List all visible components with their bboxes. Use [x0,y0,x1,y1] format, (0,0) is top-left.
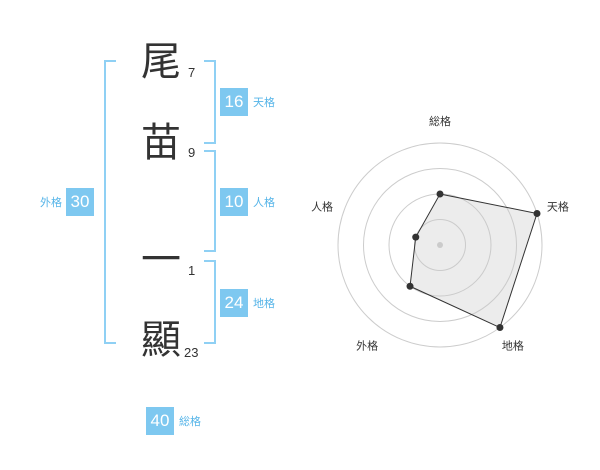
gaikaku-label: 外格 [40,196,62,209]
radar-axis-label-3: 地格 [502,338,524,352]
jinkaku-badge: 10 人格 [220,188,275,216]
name-char-4: 顯 [141,317,181,363]
radar-point-5 [412,233,420,241]
stroke-count-2: 9 [188,145,196,160]
chikaku-bracket [204,260,216,344]
radar-axis-label-2: 天格 [547,200,569,214]
tenkaku-value: 16 [220,88,248,116]
radar-ring-4 [337,142,543,348]
name-char-1: 尾 [141,39,181,85]
jinkaku-bracket [204,150,216,252]
radar-center-dot [437,242,443,248]
radar-series-polygon [409,193,538,329]
chikaku-label: 地格 [253,297,275,310]
gaikaku-badge: 30 外格 [40,188,94,216]
name-char-2: 苗 [141,120,181,166]
chikaku-value: 24 [220,289,248,317]
gaikaku-value: 30 [66,188,94,216]
name-char-3: 一 [141,237,181,283]
stroke-count-3: 1 [188,263,196,278]
radar-point-2 [533,209,541,217]
radar-point-3 [496,324,504,332]
stroke-count-4: 23 [184,345,199,360]
radar-point-1 [436,190,444,198]
radar-axis-label-4: 外格 [356,338,378,352]
radar-ring-3 [363,168,517,322]
radar-point-4 [406,282,414,290]
jinkaku-label: 人格 [253,196,275,209]
stroke-count-1: 7 [188,65,196,80]
soukaku-value: 40 [146,407,174,435]
soukaku-label: 総格 [179,415,201,428]
tenkaku-bracket [204,60,216,144]
gaikaku-bracket [104,60,116,344]
chikaku-badge: 24 地格 [220,289,275,317]
soukaku-badge: 40 総格 [146,407,201,435]
radar-axis-label-5: 人格 [311,200,333,214]
radar-axis-label-1: 総格 [429,114,451,128]
jinkaku-value: 10 [220,188,248,216]
tenkaku-label: 天格 [253,96,275,109]
tenkaku-badge: 16 天格 [220,88,275,116]
